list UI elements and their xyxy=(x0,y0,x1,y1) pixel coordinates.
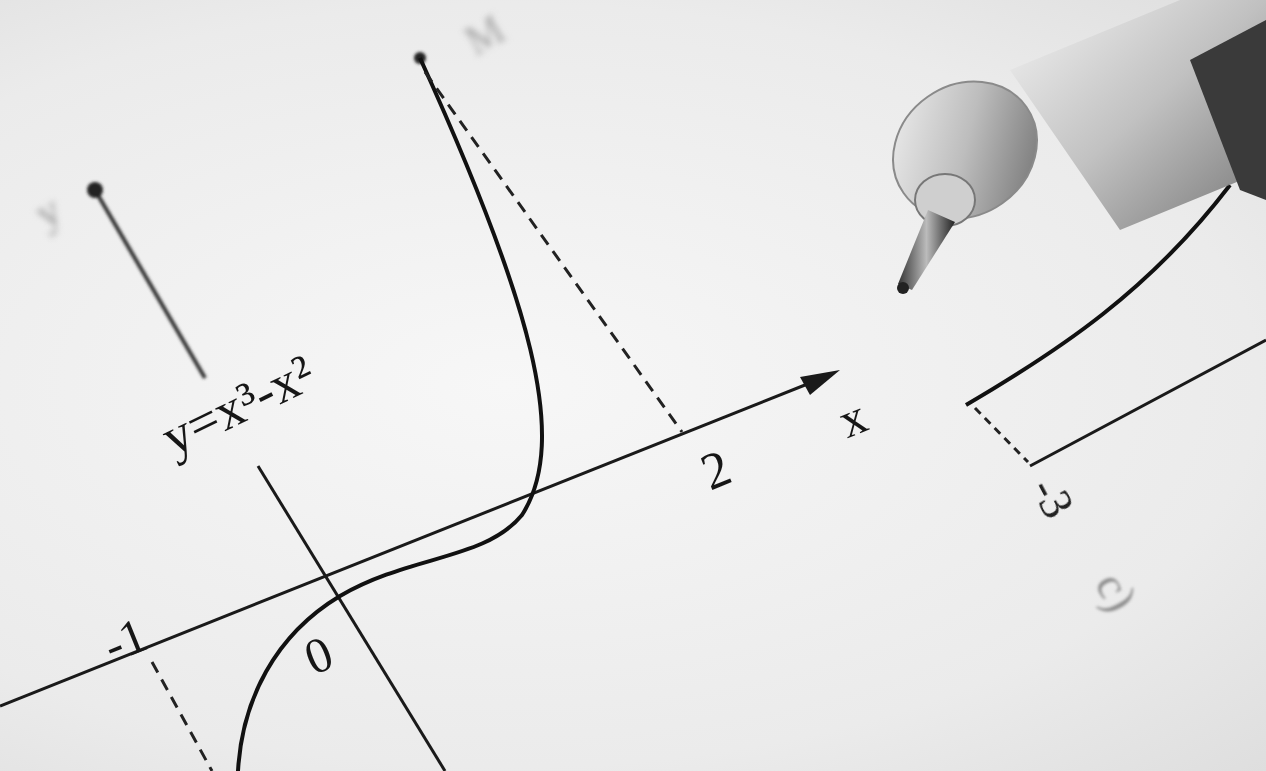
axis-label: x xyxy=(831,390,873,446)
curve-c xyxy=(966,185,1230,405)
faded-axis xyxy=(87,52,426,378)
tick-label: -1 xyxy=(96,609,153,671)
tick-label: 2 xyxy=(694,441,738,499)
x-axis xyxy=(0,383,810,706)
dashed-line xyxy=(152,662,212,771)
function-label: y=x³-x² xyxy=(153,345,322,464)
tick-label: -3 xyxy=(1023,470,1082,525)
origin-label: 0 xyxy=(297,627,339,683)
cubic-curve xyxy=(238,58,542,771)
dashed-line xyxy=(425,72,682,432)
axis-arrow xyxy=(800,370,840,395)
y-axis xyxy=(258,466,445,771)
pen xyxy=(866,0,1266,294)
subfigure-label: c) xyxy=(1087,565,1144,618)
faded-axis-label: y xyxy=(27,187,68,236)
faded-point-label: M xyxy=(458,7,511,62)
axis-c xyxy=(1030,340,1266,466)
dashed-line xyxy=(975,408,1028,462)
